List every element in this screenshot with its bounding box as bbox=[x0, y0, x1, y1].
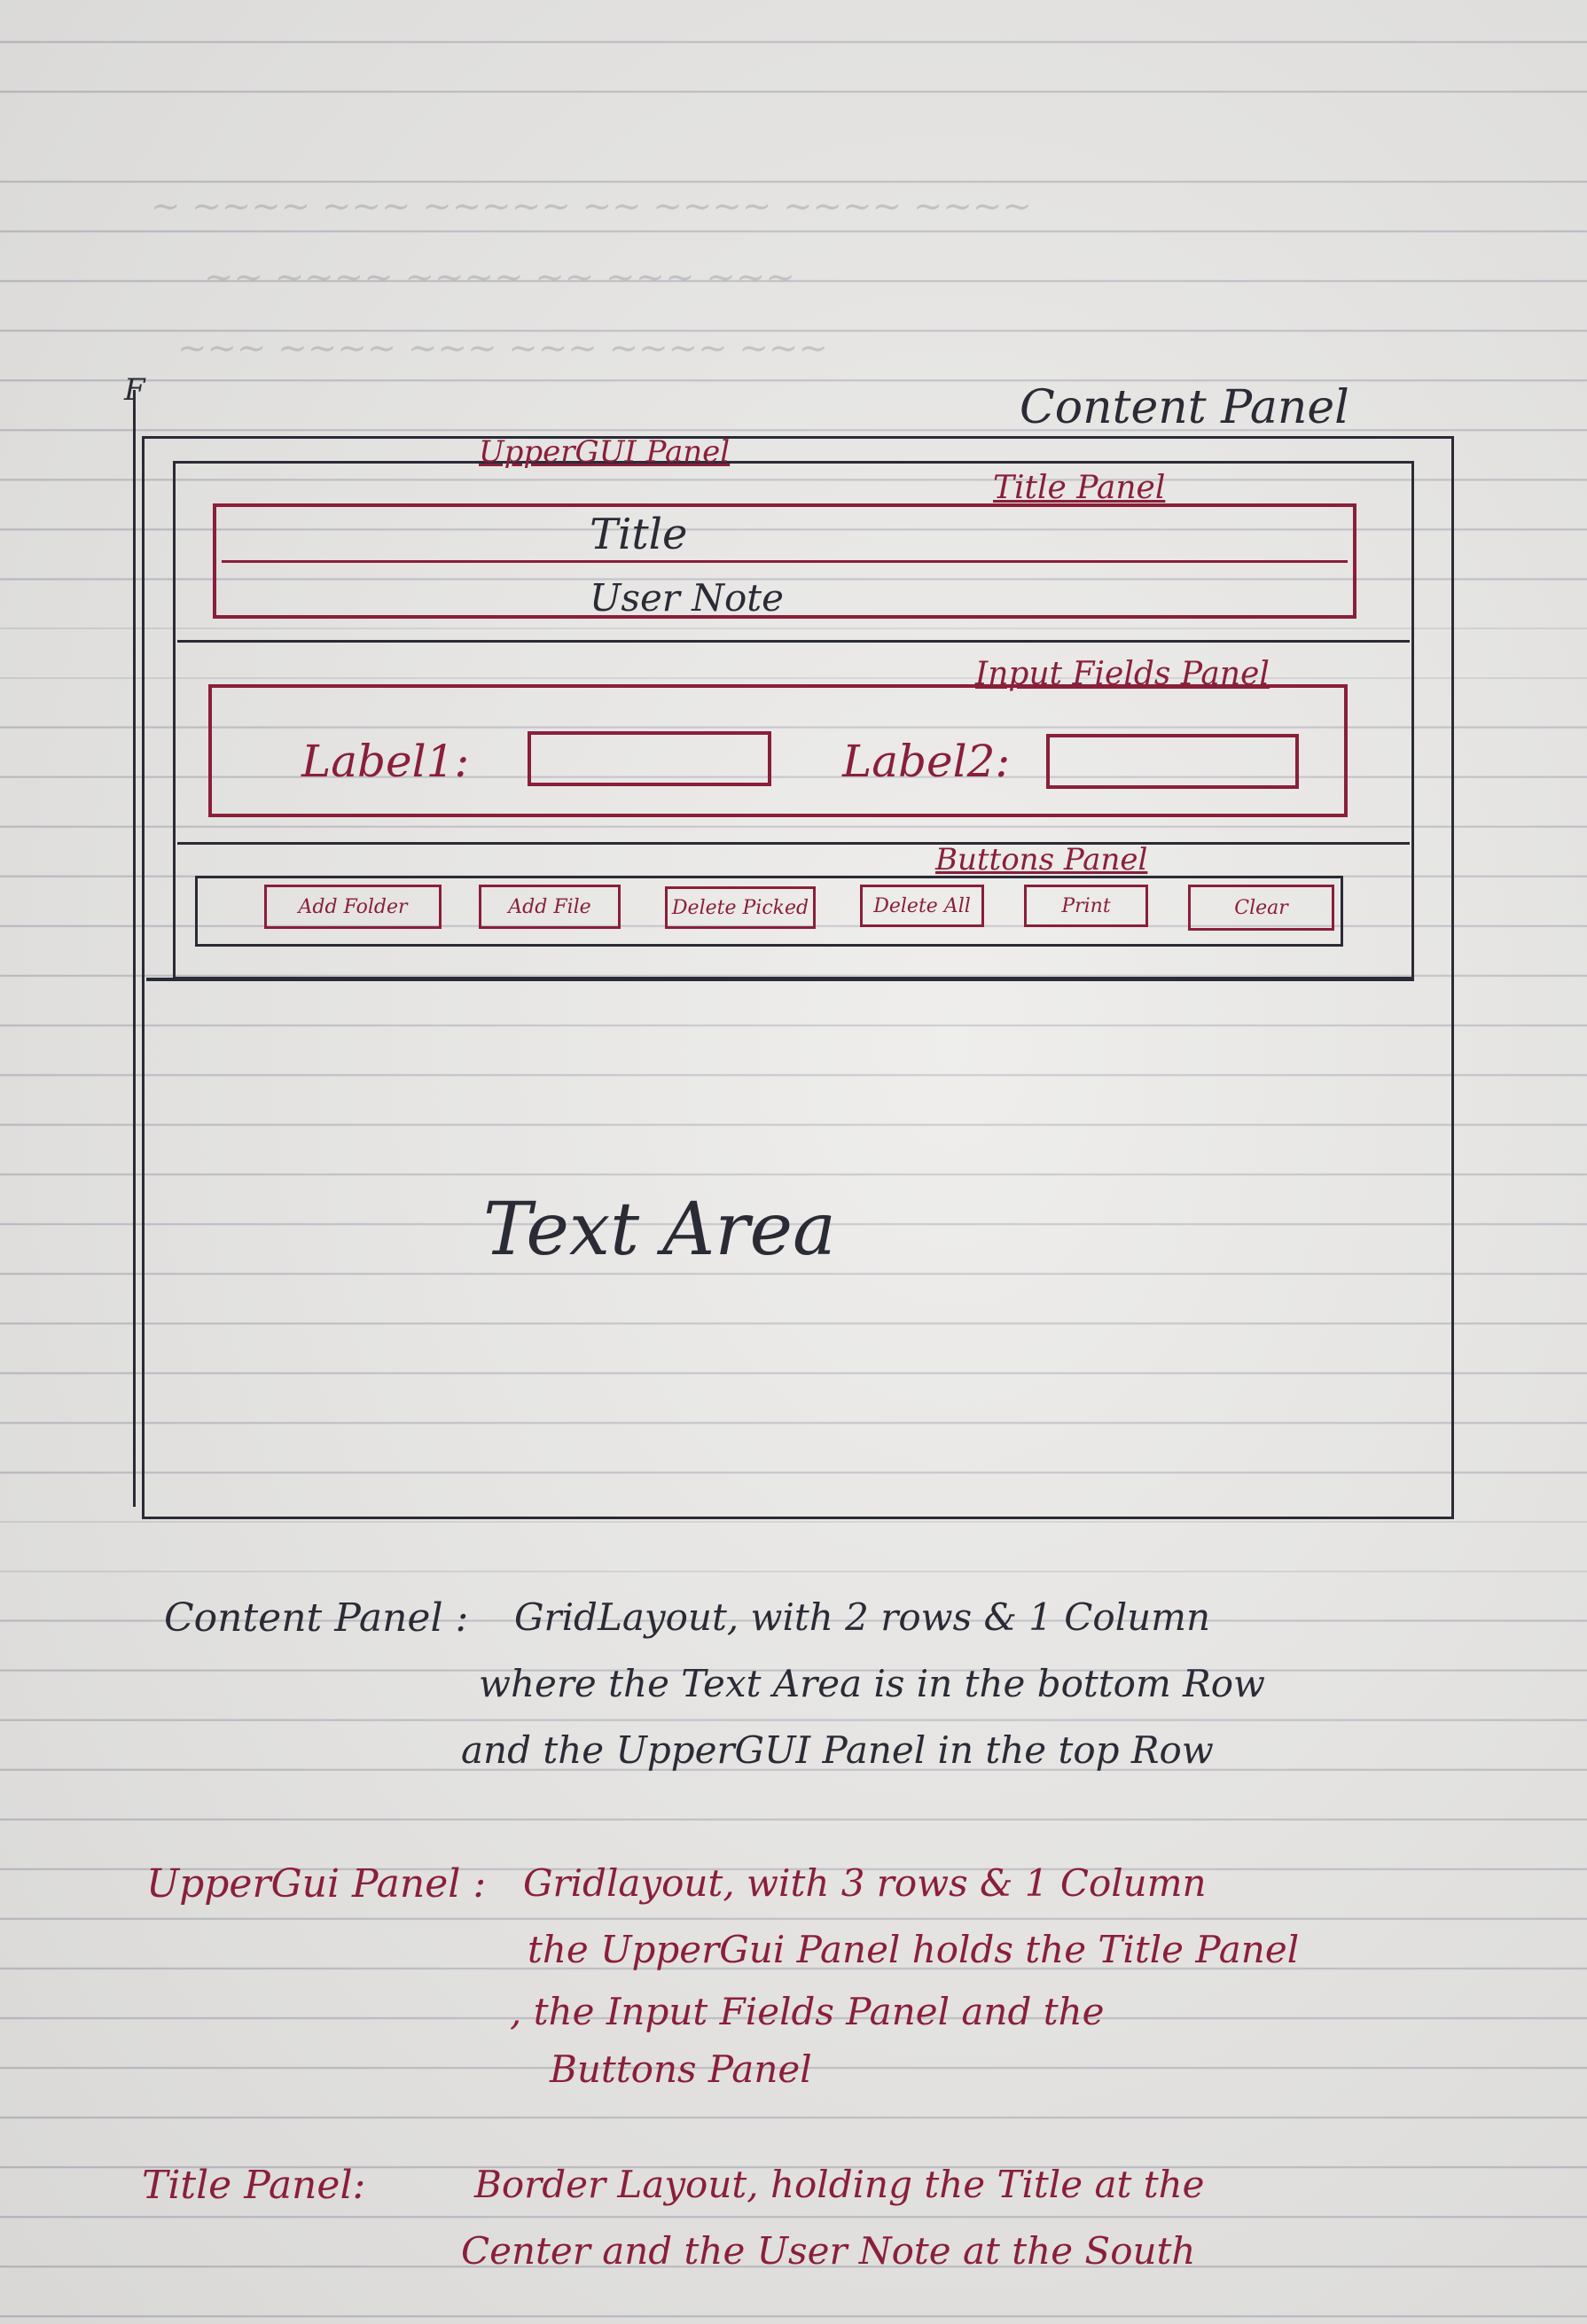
content-panel bbox=[142, 436, 1454, 1519]
title-panel-note-line: Border Layout, holding the Title at the bbox=[474, 2163, 1205, 2206]
upper-gui-note-term: UpperGui Panel : bbox=[146, 1861, 487, 1907]
upper-gui-note-line: , the Input Fields Panel and the bbox=[510, 1990, 1105, 2033]
content-panel-row-divider bbox=[146, 978, 1414, 981]
title-panel-divider bbox=[222, 560, 1348, 563]
upper-gui-note-line: Gridlayout, with 3 rows & 1 Column bbox=[523, 1861, 1207, 1905]
bleed-through-text: ~~ ~~~~ ~~~~ ~~ ~~~ ~~~ bbox=[204, 257, 795, 298]
content-panel-left-edge bbox=[133, 390, 136, 1507]
content-panel-note-line: where the Text Area is in the bottom Row bbox=[479, 1662, 1266, 1705]
input-fields-panel bbox=[208, 684, 1348, 817]
content-panel-note-line: GridLayout, with 2 rows & 1 Column bbox=[514, 1595, 1211, 1639]
label2: Label2: bbox=[842, 736, 1011, 787]
clear-button[interactable]: Clear bbox=[1188, 885, 1334, 931]
upper-gui-note-line: the UpperGui Panel holds the Title Panel bbox=[528, 1928, 1300, 1971]
title-text: Title bbox=[590, 510, 688, 559]
title-panel-note-line: Center and the User Note at the South bbox=[461, 2229, 1196, 2273]
title-panel-note-term: Title Panel: bbox=[142, 2163, 366, 2208]
label1: Label1: bbox=[301, 736, 470, 787]
upper-gui-row-divider bbox=[177, 842, 1410, 845]
bleed-through-text: ~~~ ~~~~ ~~~ ~~~ ~~~~ ~~~ bbox=[177, 328, 828, 369]
input-field-2[interactable] bbox=[1046, 734, 1299, 789]
add-file-button[interactable]: Add File bbox=[479, 885, 621, 929]
input-field-1[interactable] bbox=[528, 731, 771, 786]
text-area-label: Text Area bbox=[483, 1188, 836, 1272]
user-note-text: User Note bbox=[590, 576, 785, 620]
content-panel-note-line: and the UpperGUI Panel in the top Row bbox=[461, 1728, 1214, 1772]
bleed-through-text: ~ ~~~~ ~~~ ~~~~~ ~~ ~~~~ ~~~~ ~~~~ bbox=[151, 186, 1032, 227]
title-panel bbox=[213, 503, 1356, 619]
upper-gui-note-line: Buttons Panel bbox=[550, 2047, 812, 2091]
buttons-panel-label: Buttons Panel bbox=[935, 842, 1148, 877]
content-panel-note-term: Content Panel : bbox=[164, 1595, 469, 1641]
add-folder-button[interactable]: Add Folder bbox=[264, 885, 442, 929]
delete-all-button[interactable]: Delete All bbox=[860, 885, 984, 927]
upper-gui-panel-label: UpperGUI Panel bbox=[479, 434, 731, 470]
delete-picked-button[interactable]: Delete Picked bbox=[665, 886, 816, 929]
title-panel-label: Title Panel bbox=[993, 470, 1166, 506]
content-panel-label: Content Panel bbox=[1020, 381, 1349, 434]
print-button[interactable]: Print bbox=[1024, 885, 1148, 927]
buttons-panel bbox=[195, 876, 1343, 947]
upper-gui-row-divider bbox=[177, 640, 1410, 643]
